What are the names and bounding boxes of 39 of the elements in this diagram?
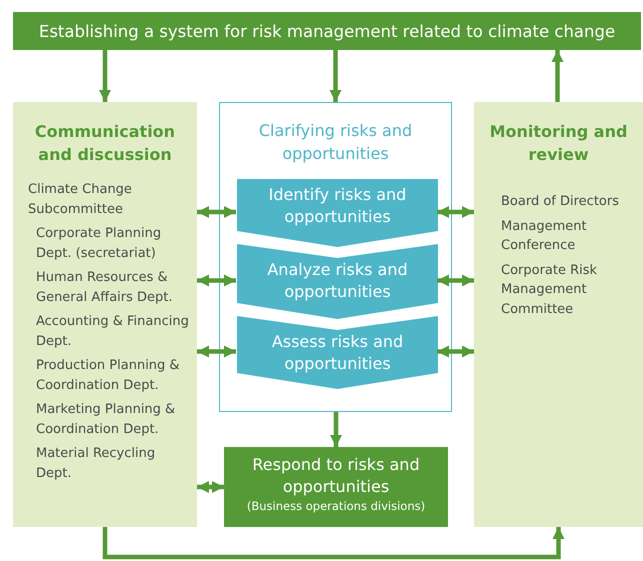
title-bar (13, 12, 641, 50)
member-text: Corporate Risk Management Committee (501, 262, 598, 319)
response-box (224, 447, 448, 527)
arrow (102, 527, 564, 560)
arrow (330, 412, 342, 447)
member-text: Management Conference (501, 218, 588, 256)
panel-heading: Monitoring and review (488, 121, 628, 166)
arrow (197, 274, 236, 286)
chevron-step (237, 244, 438, 319)
arrow (197, 481, 224, 493)
member-text: Human Resources & General Affairs Dept. (36, 269, 174, 307)
arrow (197, 346, 236, 358)
box-note: (Business operations divisions) (246, 499, 426, 515)
chevron-step (237, 316, 438, 389)
panel (13, 102, 197, 527)
heading-text: Establishing a system for risk management related to climate change (38, 22, 616, 40)
arrow (197, 206, 236, 218)
arrow (437, 206, 474, 218)
frame-heading: Clarifying risks and opportunities (258, 120, 414, 166)
member-text: Board of Directors (501, 193, 620, 212)
panel (474, 102, 643, 527)
process-frame (219, 102, 452, 412)
arrow (437, 346, 474, 358)
chevron-step (237, 179, 438, 247)
panel-heading: Communication and discussion (34, 121, 176, 166)
box-heading: Respond to risks and opportunities (251, 454, 421, 498)
member-text: Material Recycling Dept. (36, 445, 156, 483)
arrow (99, 50, 111, 102)
step-text: Assess risks and opportunities (270, 331, 404, 376)
member-text: Accounting & Financing Dept. (36, 313, 190, 351)
member-text: Climate Change Subcommittee (28, 181, 133, 219)
arrow (330, 50, 342, 102)
step-text: Analyze risks and opportunities (266, 259, 409, 304)
arrow (552, 50, 564, 102)
arrow (437, 274, 474, 286)
member-text: Marketing Planning & Coordination Dept. (36, 401, 176, 439)
member-text: Corporate Planning Dept. (secretariat) (36, 225, 162, 263)
step-text: Identify risks and opportunities (268, 184, 408, 228)
member-text: Production Planning & Coordination Dept. (36, 357, 181, 395)
